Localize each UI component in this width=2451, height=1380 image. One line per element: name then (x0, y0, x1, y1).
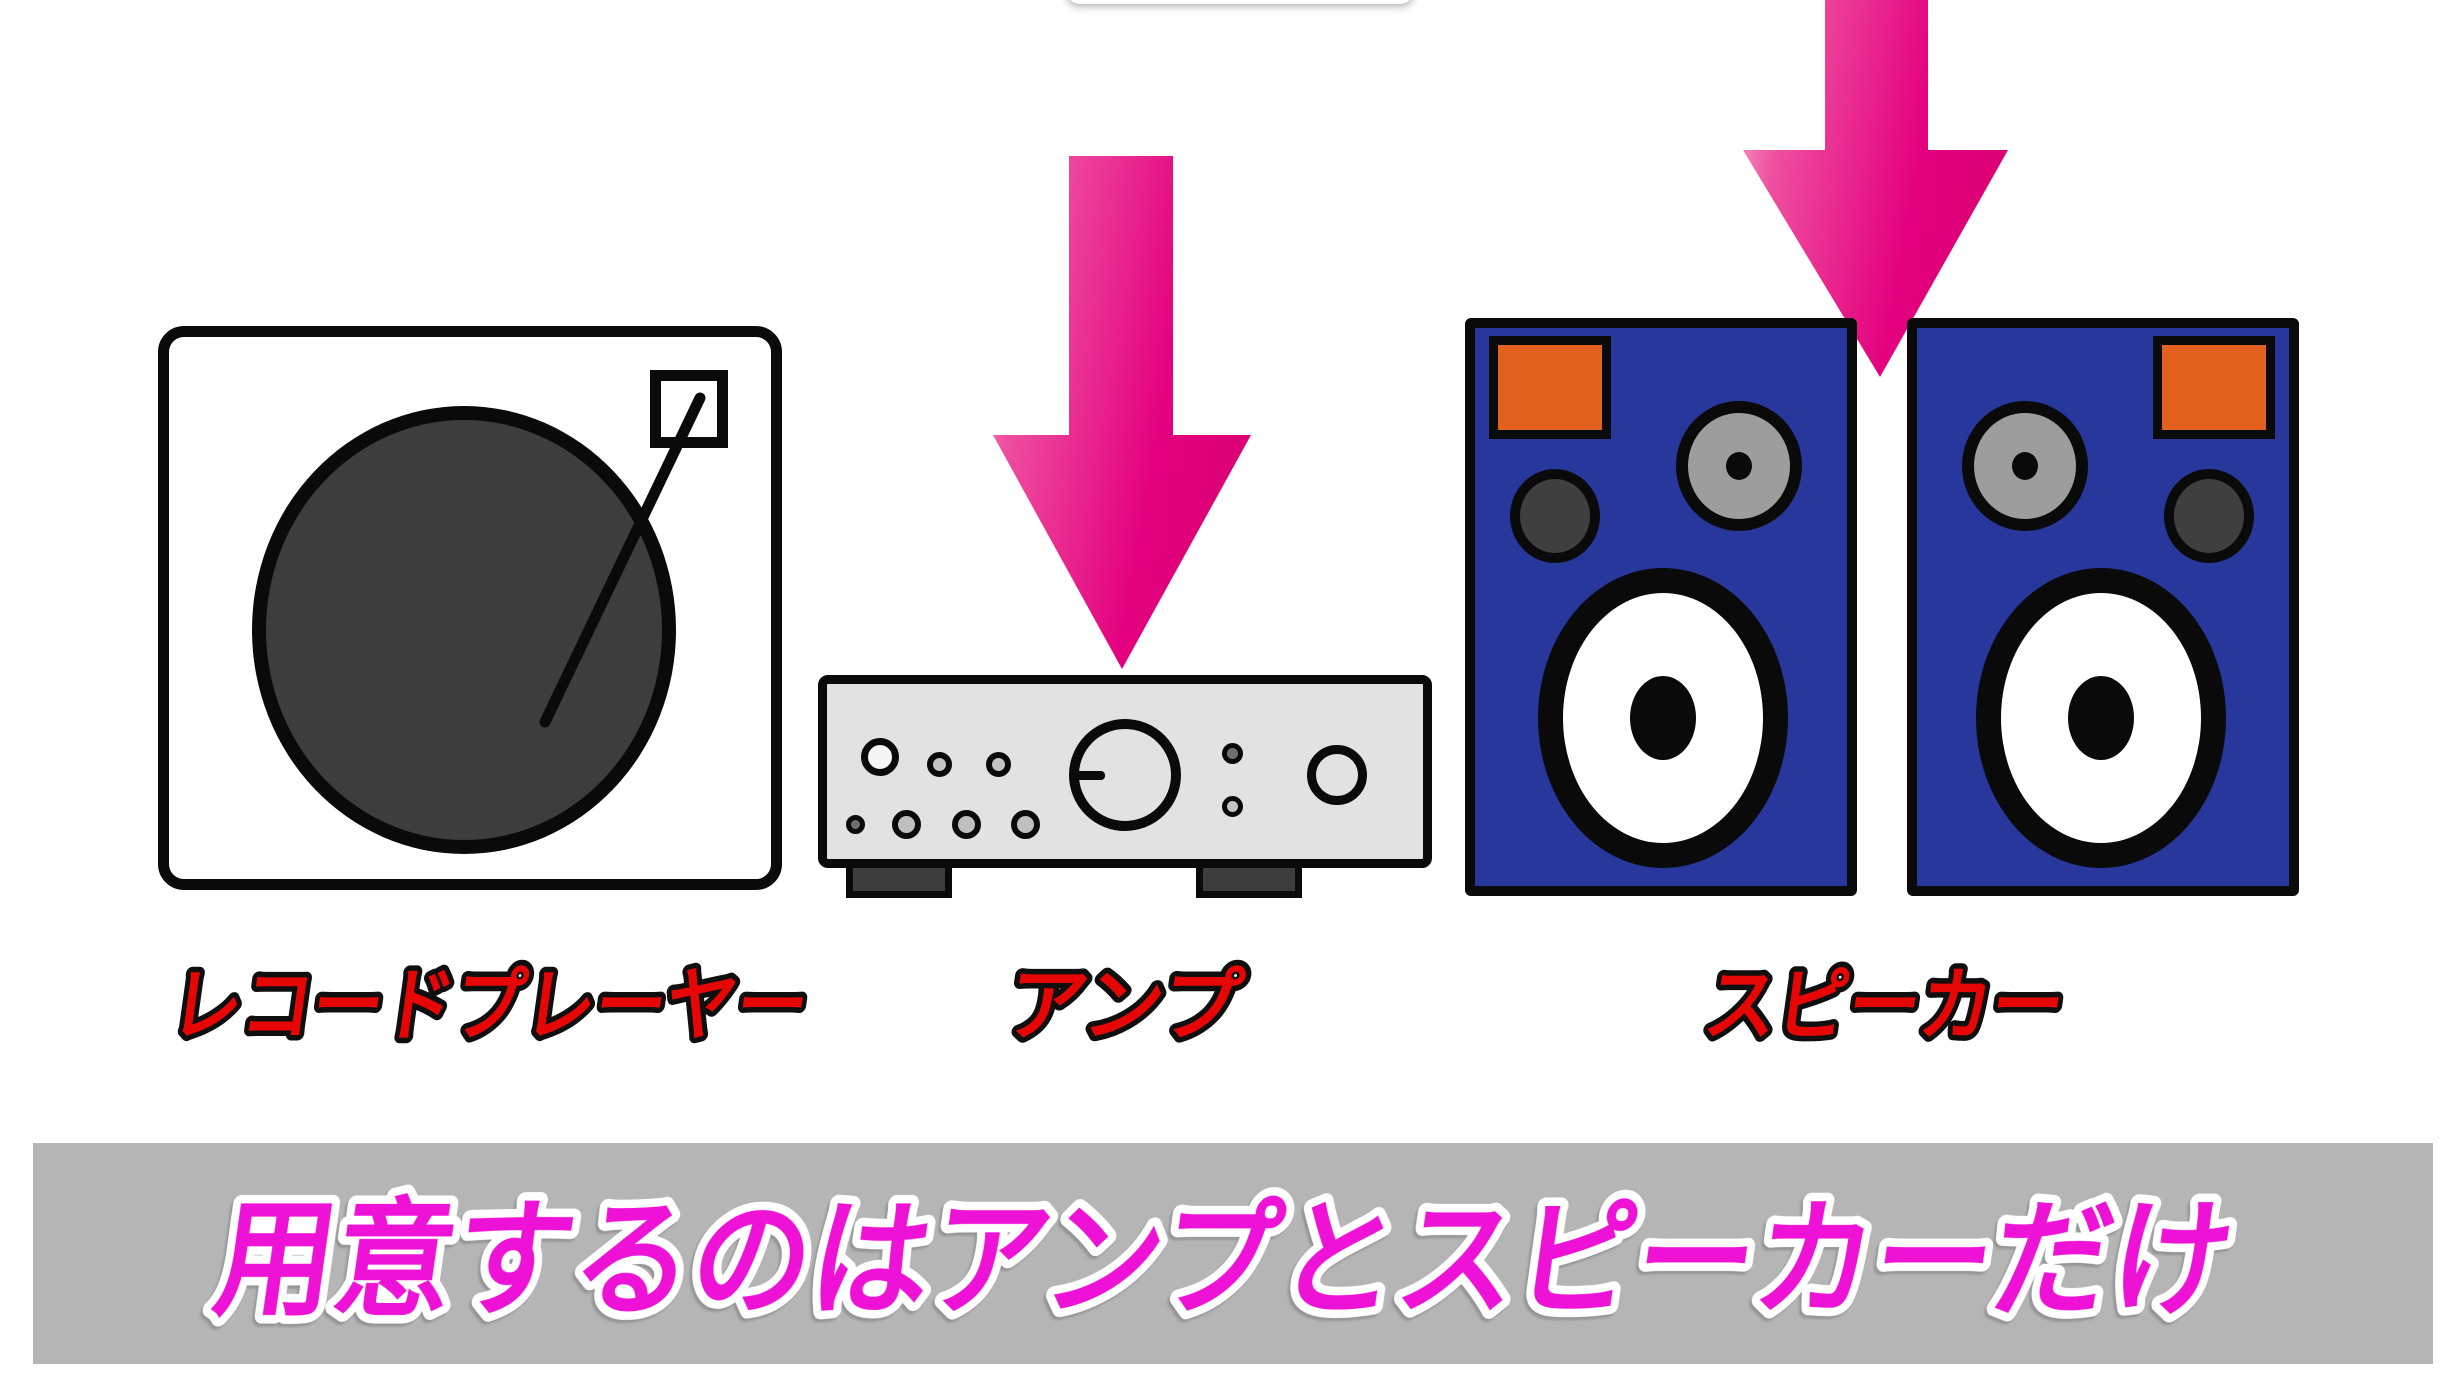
speaker-mid-driver-right (2164, 469, 2254, 563)
amp-power-knob (861, 738, 899, 776)
amplifier-label: アンプ (996, 956, 1254, 1057)
amp-volume-pointer (1075, 771, 1105, 780)
amp-button-1 (846, 815, 865, 834)
amp-small-knob-1 (927, 752, 952, 777)
record-player-label-text: レコードプレーヤー (165, 961, 814, 1051)
speaker-mid-driver-left (1510, 469, 1600, 563)
speaker-port-left (1489, 336, 1611, 439)
tonearm-base (650, 370, 728, 448)
amp-button-4 (1011, 810, 1040, 839)
speaker-port-right (2153, 336, 2275, 439)
speaker-tweeter-right (1962, 401, 2088, 531)
bottom-banner (33, 1143, 2433, 1364)
speaker-icon-left (1465, 318, 1857, 896)
down-arrow-icon-amp (993, 156, 1251, 669)
speaker-icon-right (1907, 318, 2299, 896)
record-player-label: レコードプレーヤー (160, 956, 820, 1057)
amp-volume-knob (1069, 719, 1181, 831)
speaker-woofer-cap-left (1630, 676, 1696, 760)
speaker-label: スピーカー (1694, 956, 2076, 1057)
amp-button-3 (952, 810, 981, 839)
speaker-woofer-cap-right (2068, 676, 2134, 760)
top-edge-shadow (1066, 0, 1414, 4)
speaker-label-text: スピーカー (1699, 961, 2070, 1051)
speaker-tweeter-dot-right (2012, 452, 2038, 480)
banner-caption: 用意するのはアンプとスピーカーだけ (198, 1181, 2250, 1340)
banner-caption-text: 用意するのはアンプとスピーカーだけ (207, 1190, 2242, 1332)
tonearm-icon (539, 392, 706, 728)
amp-small-knob-2 (986, 752, 1011, 777)
speaker-tweeter-dot-left (1726, 452, 1752, 480)
amp-indicator-top (1222, 743, 1243, 764)
amp-indicator-bottom (1222, 796, 1243, 817)
amplifier-label-text: アンプ (1001, 961, 1248, 1051)
amp-input-knob (1307, 745, 1367, 805)
amp-button-2 (892, 810, 921, 839)
